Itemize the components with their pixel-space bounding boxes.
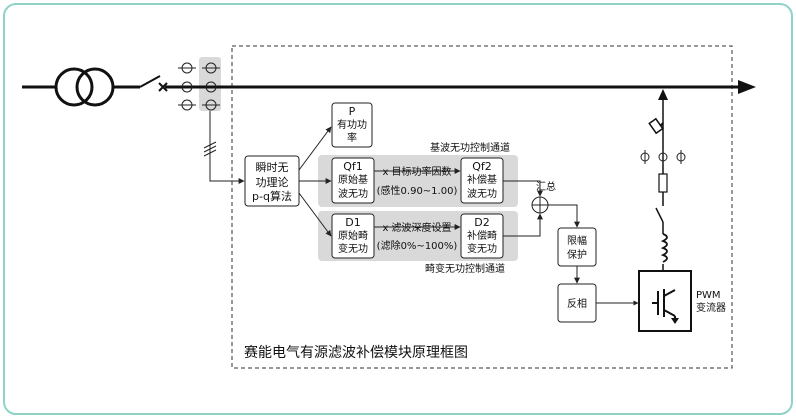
d1-block-line-3: 变无功 xyxy=(338,242,368,255)
p-block-line-2: 有功功 xyxy=(337,118,367,131)
feeder-arrowhead xyxy=(658,89,668,100)
qf2-block-line-3: 波无功 xyxy=(467,187,497,200)
d2-block-line-3: 变无功 xyxy=(467,242,497,255)
power-factor-label: x 目标功率因数 xyxy=(382,165,451,178)
arrow-qf2-to-sum xyxy=(503,180,543,197)
qf2-block-line-1: Qf2 xyxy=(472,160,492,173)
ct-strip xyxy=(199,57,221,111)
diagram-caption: 赛能电气有源滤波补偿模块原理框图 xyxy=(244,345,468,361)
feeder-ct-icon xyxy=(640,150,686,164)
d2-block-line-1: D2 xyxy=(474,216,489,229)
main-bus-arrowhead xyxy=(738,80,756,94)
d1-block-line-1: D1 xyxy=(345,216,360,229)
d1-block-line-2: 原始畸 xyxy=(338,229,368,242)
contactor-icon xyxy=(655,200,670,230)
summing-junction-icon xyxy=(531,196,549,214)
pwm-label-line-1: PWM xyxy=(696,290,721,301)
ct-signal-line xyxy=(209,111,245,184)
limit-block-line-2: 保护 xyxy=(567,248,587,261)
pq-block-line-1: 瞬时无 xyxy=(256,161,289,174)
module-boundary xyxy=(231,45,733,369)
breaker-switch-icon xyxy=(139,75,168,92)
p-block-line-3: 率 xyxy=(347,131,357,144)
pq-block-line-2: 功理论 xyxy=(256,175,289,189)
harmonic-channel-label: 畸变无功控制通道 xyxy=(425,262,505,275)
active-power-block xyxy=(331,102,373,148)
arrow-pq-to-p xyxy=(298,126,332,171)
fundamental-channel-label: 基波无功控制通道 xyxy=(430,141,510,154)
pq-block-line-3: p-q算法 xyxy=(252,189,292,203)
current-transformer-icon xyxy=(178,62,220,111)
igbt-arrow-icon xyxy=(671,318,679,324)
limit-block-line-1: 限幅 xyxy=(567,234,587,247)
pwm-label-line-2: 变流器 xyxy=(696,301,726,314)
p-block-line-1: P xyxy=(349,105,356,118)
qf1-block-line-2: 原始基 xyxy=(338,173,368,186)
breaker-icon xyxy=(648,117,664,135)
reactor-coil-icon xyxy=(655,233,671,264)
power-factor-range: (感性0.90~1.00) xyxy=(377,184,458,197)
arrow-d2-to-sum xyxy=(503,213,543,237)
qf1-block xyxy=(331,157,375,204)
qf1-block-line-1: Qf1 xyxy=(343,160,363,173)
qf2-block-line-2: 补偿基 xyxy=(467,173,497,186)
filter-depth-range: (滤除0%~100%) xyxy=(377,239,458,252)
d1-block xyxy=(331,213,375,259)
fuse-icon xyxy=(658,173,668,193)
arrow-pq-to-d1 xyxy=(298,192,332,237)
filter-depth-label: x 滤波深度设置 xyxy=(382,221,451,234)
qf1-block-line-3: 波无功 xyxy=(338,187,368,200)
signal-hatch-icon xyxy=(203,141,217,157)
sum-label: 汇总 xyxy=(536,180,556,193)
transformer-icon xyxy=(54,67,115,107)
d2-block-line-2: 补偿畸 xyxy=(467,229,497,242)
igbt-icon xyxy=(652,289,676,322)
invert-block-label: 反相 xyxy=(567,297,587,310)
arrow-sum-to-limit xyxy=(548,204,580,228)
